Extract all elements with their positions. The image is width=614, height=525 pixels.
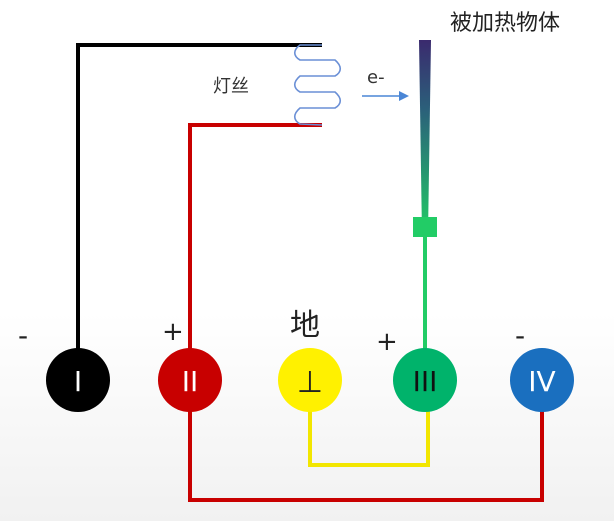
black-wire xyxy=(76,43,322,380)
heated-object-label: 被加热物体 xyxy=(450,11,560,36)
terminal-1-sign: - xyxy=(18,319,28,352)
rod-clamp xyxy=(413,217,437,237)
red-wire-bottom xyxy=(188,380,544,502)
yellow-wire xyxy=(308,380,430,467)
terminal-3-label: III xyxy=(413,365,438,398)
red-wire-filament xyxy=(188,123,322,380)
terminal-4-sign: + xyxy=(376,327,398,357)
ground-label: 地 xyxy=(290,308,320,343)
terminal-4-label: IV xyxy=(528,365,555,398)
terminal-ground-label: ⊥ xyxy=(297,365,323,400)
electron-label: e- xyxy=(367,67,385,88)
terminal-1: I xyxy=(46,348,110,412)
terminal-ground: ⊥ xyxy=(278,348,342,412)
filament-coil xyxy=(293,44,342,126)
terminal-1-label: I xyxy=(74,365,82,398)
terminal-2-label: II xyxy=(182,365,199,398)
terminal-3: III xyxy=(393,348,457,412)
terminal-2-sign: + xyxy=(162,317,184,347)
electron-arrowhead xyxy=(399,91,409,101)
terminal-2: II xyxy=(158,348,222,412)
heated-object-rod xyxy=(419,40,431,235)
terminal-5-sign: - xyxy=(515,319,525,352)
filament-label: 灯丝 xyxy=(213,76,249,97)
terminal-4: IV xyxy=(510,348,574,412)
